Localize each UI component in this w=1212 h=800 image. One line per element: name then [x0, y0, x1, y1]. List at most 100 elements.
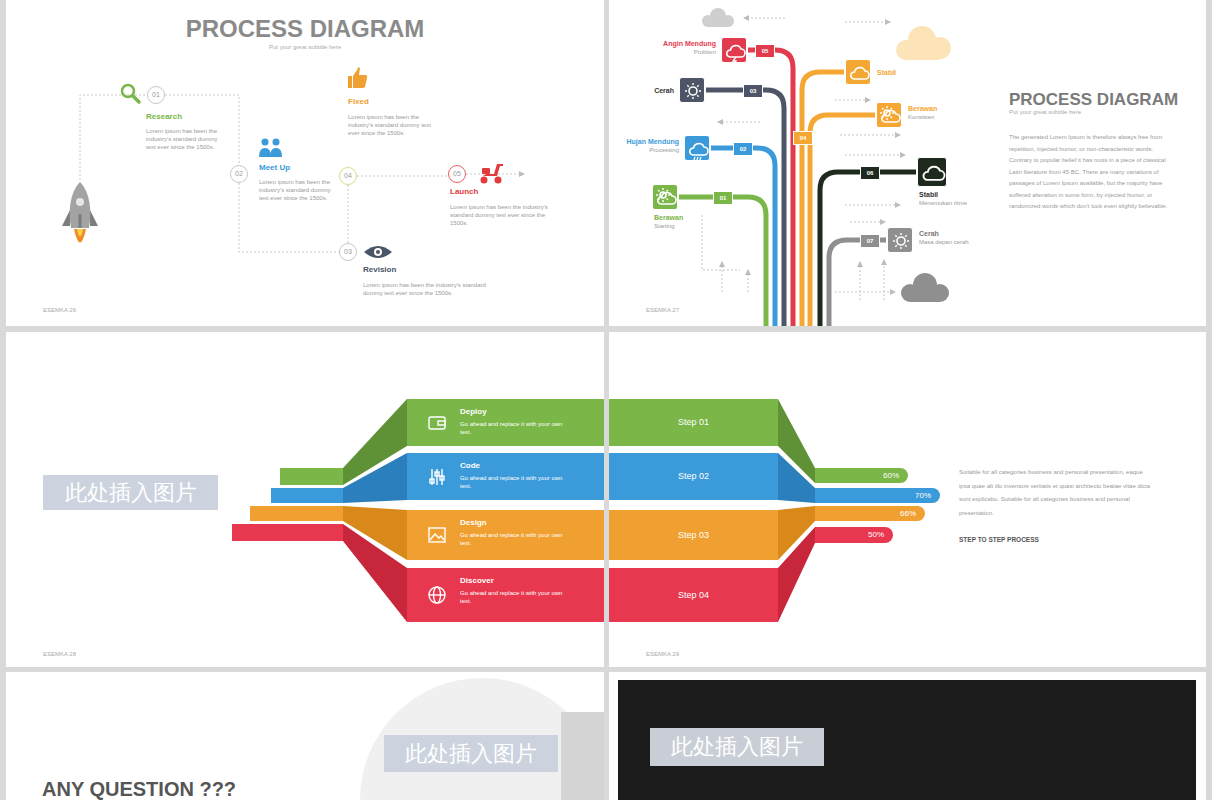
- label-stack: Angin MendungProblem: [663, 39, 716, 57]
- rain-glyph: [700, 157, 701, 160]
- dashed-arrow: [845, 22, 890, 23]
- weather-icon-box: CerahMasa depan cerah: [887, 227, 913, 253]
- heading-text: PROCESS DIAGRAM: [1009, 89, 1204, 111]
- body-text: Lorem ipsum has been the industry's stan…: [146, 127, 226, 151]
- heading-text: Launch: [450, 187, 530, 197]
- percent-value: 70%: [815, 488, 940, 503]
- backdrop-shape: [360, 678, 604, 800]
- globe-glyph: [429, 587, 445, 603]
- ribbon-tail: [232, 468, 343, 541]
- band-body: Go ahead and replace it with your own te…: [460, 531, 565, 547]
- rocket-illustration: [70, 182, 91, 228]
- team-icon: [273, 139, 280, 146]
- weather-name: Hujan Mendung: [627, 137, 680, 146]
- thumbs-up-icon: [348, 76, 352, 88]
- weather-icon: [653, 185, 679, 211]
- wallet-glyph: [429, 417, 445, 429]
- label-stack: Cerah: [654, 86, 674, 95]
- percent-value: 50%: [815, 527, 893, 543]
- band-heading: Code: [460, 461, 565, 471]
- body-text: The generated Lorem Ipsum is therefore a…: [1009, 132, 1177, 213]
- body-text: Put your great subtitle here: [1009, 109, 1159, 117]
- cloud-glyph: [923, 167, 944, 180]
- percent-bar: 70%: [815, 488, 940, 503]
- scooter-icon: [481, 164, 504, 184]
- slider-glyph: [440, 476, 444, 480]
- step-circle: 02: [230, 165, 248, 183]
- image-glyph: [430, 534, 444, 540]
- percent-value: 66%: [815, 506, 925, 521]
- dashed-arrow: [840, 135, 900, 136]
- scooter-icon: [482, 168, 490, 174]
- rain-glyph: [697, 157, 698, 160]
- step-label: Step 01: [609, 399, 778, 446]
- rocket-illustration: [62, 182, 98, 243]
- step-number: 05: [449, 166, 465, 182]
- band-heading: Discover: [460, 576, 565, 586]
- placeholder-text: 此处插入图片: [43, 475, 218, 510]
- slide-panel: [609, 672, 1206, 800]
- ribbon-fold: [343, 524, 407, 622]
- weather-name: Cerah: [919, 229, 969, 238]
- cloud-glyph: [851, 68, 869, 79]
- body-text: Suitable for all categories business and…: [959, 466, 1154, 520]
- step-number: 01: [148, 87, 164, 103]
- dashed-arrow: [835, 292, 895, 293]
- step-number: 03: [340, 244, 356, 260]
- sun-ray: [907, 240, 909, 241]
- eye-icon: [376, 250, 380, 254]
- flag-number: 01: [713, 191, 733, 205]
- dark-slide: [618, 680, 1196, 800]
- body-text: ESEMKA 29: [646, 651, 726, 659]
- sun-ray: [656, 194, 658, 195]
- eye-icon: [364, 246, 392, 258]
- weather-icon-box: BerawanKonsisten: [876, 102, 902, 128]
- dashed-connector: [357, 176, 448, 177]
- weather-caption: Processing: [627, 146, 680, 155]
- dashed-arrow: [845, 205, 900, 206]
- band-icon: [427, 467, 447, 487]
- heading-text: Meet Up: [259, 163, 339, 173]
- team-icon: [270, 148, 282, 157]
- body-text: Lorem ipsum has been the industry's stan…: [363, 281, 498, 297]
- rocket-illustration: [77, 229, 83, 237]
- sun-ray: [687, 85, 688, 86]
- globe-glyph: [429, 594, 445, 595]
- dashed-guide: [80, 95, 147, 180]
- ribbon-fold: [778, 453, 815, 503]
- dashed-arrow: [748, 270, 749, 292]
- dashed-arrow: [722, 262, 723, 292]
- sun-ray: [687, 95, 688, 96]
- weather-icon: [722, 38, 748, 64]
- dashed-connector: [165, 95, 239, 165]
- weather-icon-box: Hujan MendungProcessing: [684, 135, 710, 161]
- scooter-icon: [483, 164, 503, 176]
- timeline-line: [679, 50, 916, 326]
- weather-name: Angin Mendung: [663, 39, 716, 48]
- body-text: ESEMKA 27: [646, 307, 726, 315]
- cloud-shape: [910, 290, 940, 302]
- dashed-arrow: [845, 155, 905, 156]
- weather-icon: [680, 78, 706, 104]
- timeline-line: [829, 240, 886, 326]
- slider-glyph: [430, 479, 434, 483]
- team-icon: [259, 148, 271, 157]
- sun-ray: [667, 190, 668, 191]
- slide-panel: [6, 332, 604, 667]
- rocket-illustration: [74, 229, 86, 243]
- cloud-shape: [896, 26, 951, 60]
- weather-icon-box: Stabil: [845, 59, 871, 85]
- cloud-glyph: [658, 193, 676, 204]
- step-circle: 05: [448, 165, 466, 183]
- weather-icon: [877, 103, 903, 129]
- sun-ray: [882, 108, 883, 109]
- step-number: 02: [231, 166, 247, 182]
- sun-ray: [697, 85, 698, 86]
- step-circle: 01: [147, 86, 165, 104]
- weather-icon: [846, 60, 872, 86]
- step-band: Step 04: [609, 568, 778, 622]
- band-heading: Deploy: [460, 407, 565, 417]
- cloud-shape: [901, 273, 949, 302]
- weather-icon: [888, 228, 914, 254]
- process-band: DesignGo ahead and replace it with your …: [407, 510, 604, 560]
